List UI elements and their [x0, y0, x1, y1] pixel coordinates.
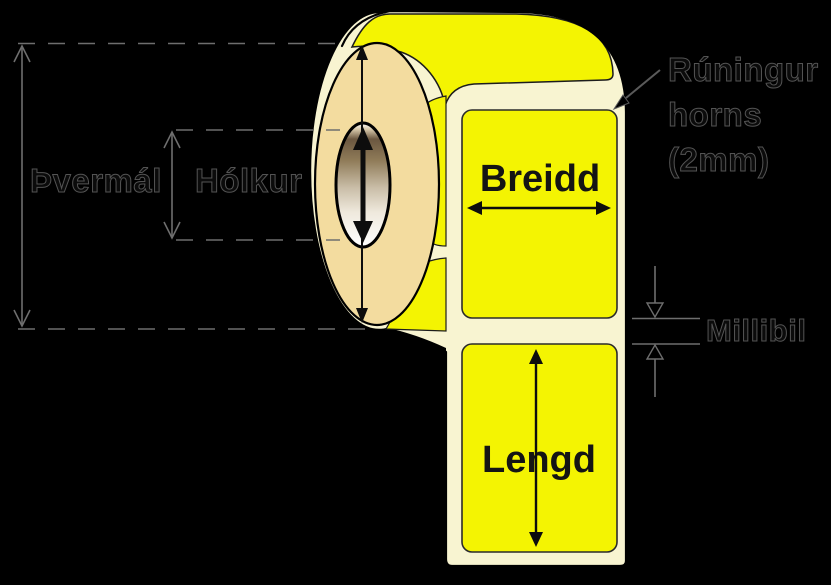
core-measure-arrow	[163, 130, 181, 240]
length-arrow-down-head	[529, 532, 543, 547]
caret-up	[13, 44, 31, 63]
width-arrow-left-head	[467, 201, 482, 215]
diameter-measure-arrow	[13, 44, 31, 328]
arrow-up-head	[353, 127, 373, 150]
arrow-down-head	[353, 221, 373, 243]
gap-label-text: Millibil	[706, 313, 806, 348]
length-label: Lengd	[461, 343, 618, 553]
length-label-sticker	[461, 343, 618, 553]
corner-rounding-pointer	[612, 69, 661, 111]
caret-down	[163, 221, 181, 240]
diameter-label-text: Þvermál	[30, 162, 162, 199]
corner-note-line-2: horns	[668, 96, 762, 133]
width-label-text: Breidd	[480, 158, 600, 200]
corner-note-line-3: (2mm)	[668, 141, 770, 178]
width-label: Breidd	[461, 109, 618, 319]
corner-note-text: Rúningur horns (2mm)	[668, 51, 828, 178]
length-arrow-up-head	[529, 349, 543, 364]
width-label-sticker	[461, 109, 618, 319]
strip-outline	[340, 9, 628, 568]
arrow-up-head	[356, 45, 368, 60]
core-label-text: Hólkur	[195, 162, 303, 199]
gap-down-arrow-head	[645, 302, 665, 319]
corner-note-line-1: Rúningur	[668, 51, 819, 88]
pointer-line	[625, 69, 661, 99]
pointer-head	[612, 94, 630, 111]
core-diameter-arrow	[353, 127, 373, 243]
outer-label-wrap-top	[350, 13, 614, 107]
length-label-text: Lengd	[482, 439, 596, 481]
arrow-down-head	[356, 308, 368, 323]
width-arrow-right-head	[596, 201, 611, 215]
caret-down	[13, 309, 31, 328]
gap-measure	[632, 266, 700, 397]
caret-up	[163, 130, 181, 149]
